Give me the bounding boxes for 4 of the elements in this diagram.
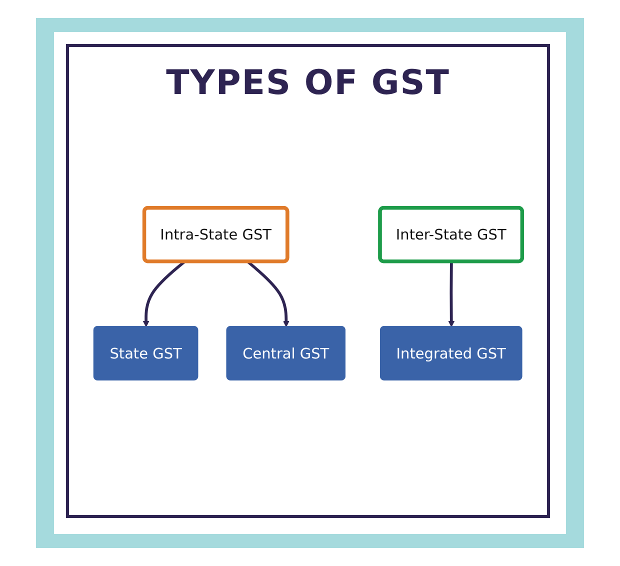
diagram-title: TYPES OF GST bbox=[166, 63, 450, 103]
arrow bbox=[246, 260, 290, 328]
arrow bbox=[142, 260, 186, 328]
arrow bbox=[448, 262, 455, 328]
